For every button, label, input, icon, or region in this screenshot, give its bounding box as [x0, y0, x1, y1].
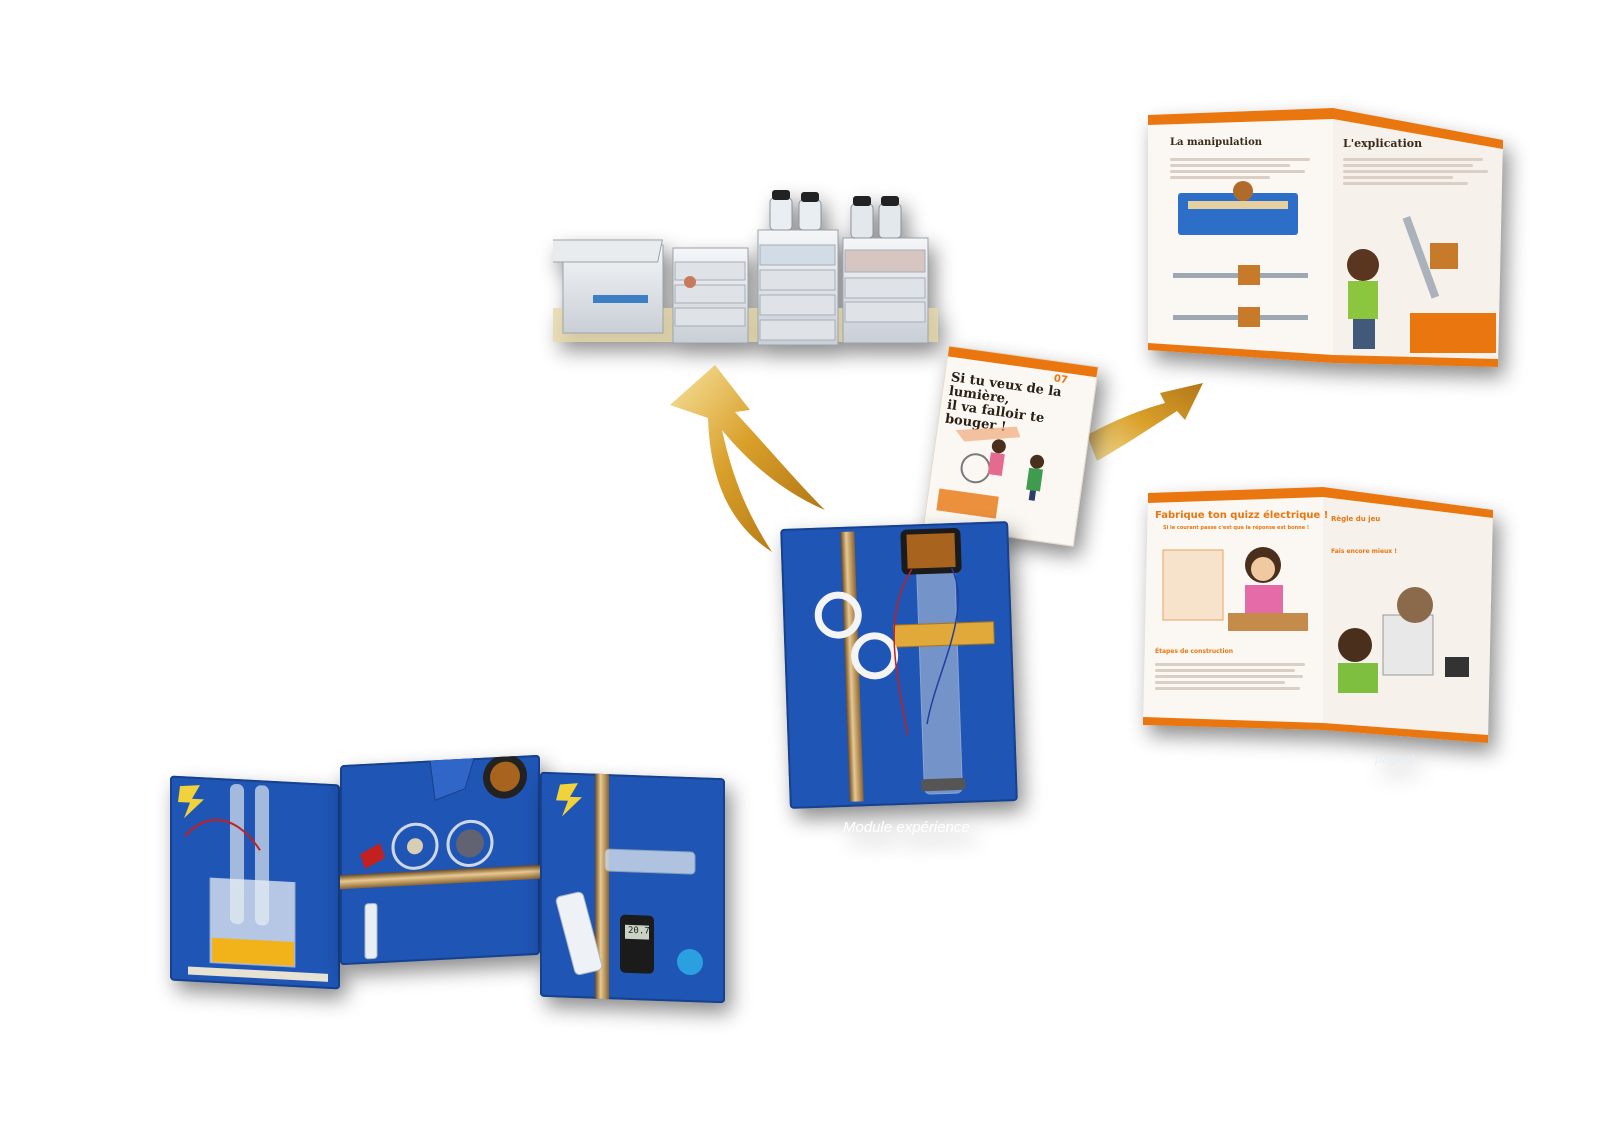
module-caption: Module expérience: [843, 819, 970, 836]
arrow-to-leaflet: [1085, 375, 1205, 465]
leaflet-partial-caption: pages): [1375, 751, 1415, 766]
quizz-sub: Si le courant passe c'est que la réponse…: [1163, 525, 1310, 531]
leaflet-right-heading: L'explication: [1343, 137, 1423, 150]
booklet: 07 Si tu veux de la lumière, il va fallo…: [923, 345, 1099, 547]
board-magnet: [340, 735, 545, 966]
quizz-rules-sub: Fais encore mieux !: [1331, 548, 1397, 555]
lightning-bolt-icon: [556, 783, 582, 817]
board-electrolysis: [170, 765, 345, 990]
meter-display: 20.7: [628, 925, 650, 937]
quizz-heading: Fabrique ton quizz électrique !: [1155, 510, 1329, 521]
gold-curved-arrow-icon: [1087, 383, 1203, 461]
leaflet-left-heading: La manipulation: [1170, 137, 1263, 148]
lightning-bolt-icon: [178, 785, 204, 819]
leaflet-quizz: Fabrique ton quizz électrique ! Si le co…: [1143, 485, 1498, 766]
quizz-rules-heading: Règle du jeu: [1331, 515, 1381, 523]
quizz-section: Étapes de construction: [1155, 648, 1233, 655]
board-thermo: 20.7: [540, 770, 730, 1005]
arrow-to-drawers: [660, 360, 830, 555]
leaflet-explication: La manipulation L'explication: [1148, 105, 1505, 367]
leaflet-text-lines: [1170, 155, 1320, 182]
gold-curved-arrow-icon: [670, 365, 825, 552]
booklet-cover: 07 Si tu veux de la lumière, il va fallo…: [923, 345, 1099, 547]
experiment-module: Module expérience: [780, 521, 1025, 836]
leaflet-text-lines-right: [1343, 155, 1493, 188]
booklet-illustration: [955, 426, 1045, 501]
storage-drawers: [547, 190, 938, 350]
quizz-text-lines: [1155, 660, 1305, 693]
